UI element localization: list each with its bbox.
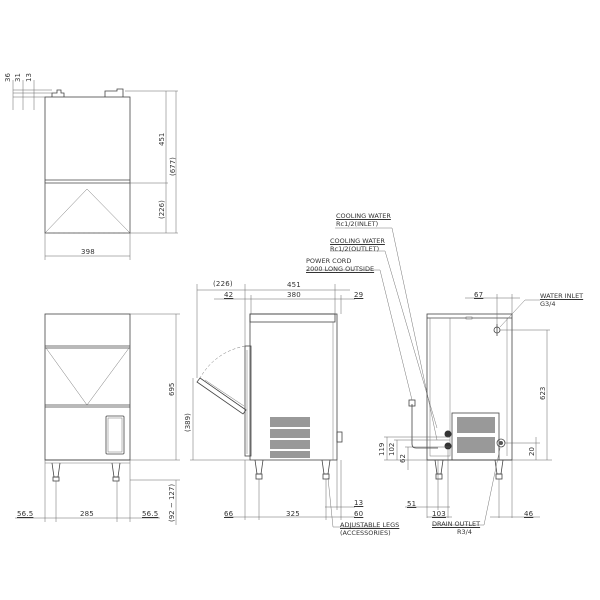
dim-rear-62: 62 bbox=[399, 454, 407, 463]
dim-rear-103: 103 bbox=[432, 510, 446, 518]
dim-695: 695 bbox=[168, 382, 176, 396]
dim-31: 31 bbox=[14, 73, 22, 82]
rear-view bbox=[384, 294, 552, 526]
callout-power-cord-length: 2000 LONG OUTSIDE bbox=[306, 265, 375, 273]
callout-adjustable-legs: ADJUSTABLE LEGS bbox=[340, 521, 400, 529]
dim-side-226: (226) bbox=[213, 280, 233, 288]
dim-56-5-right: 56.5 bbox=[142, 510, 159, 518]
dim-side-66: 66 bbox=[224, 510, 234, 518]
dim-side-380: 380 bbox=[287, 291, 301, 299]
dim-451: 451 bbox=[158, 132, 166, 146]
callout-water-inlet: WATER INLET bbox=[540, 292, 584, 300]
callout-cooling-water-inlet-spec: Rc1/2(INLET) bbox=[336, 220, 379, 228]
dim-side-60: 60 bbox=[354, 510, 364, 518]
dim-side-29: 29 bbox=[354, 291, 364, 299]
dim-56-5-left: 56.5 bbox=[17, 510, 34, 518]
callout-drain-outlet: DRAIN OUTLET bbox=[432, 520, 481, 528]
callout-cooling-water-outlet: COOLING WATER bbox=[330, 237, 385, 245]
dim-side-13: 13 bbox=[354, 499, 364, 507]
dim-side-42: 42 bbox=[224, 291, 234, 299]
dim-rear-20: 20 bbox=[528, 447, 536, 456]
dim-rear-46: 46 bbox=[524, 510, 534, 518]
dim-side-389: (389) bbox=[184, 413, 192, 432]
dim-226: (226) bbox=[158, 200, 166, 219]
dim-rear-623: 623 bbox=[539, 386, 547, 400]
side-grill bbox=[270, 417, 310, 458]
dim-side-325: 325 bbox=[286, 510, 300, 518]
dim-677: (677) bbox=[169, 157, 177, 176]
dim-398: 398 bbox=[81, 248, 95, 256]
dim-285: 285 bbox=[80, 510, 94, 518]
callout-adjustable-legs-note: (ACCESSORIES) bbox=[340, 529, 391, 537]
dim-92-127: (92 ~ 127) bbox=[168, 483, 176, 522]
callout-power-cord: POWER CORD bbox=[306, 257, 352, 265]
dim-rear-119: 119 bbox=[378, 442, 386, 456]
callout-cooling-water-inlet: COOLING WATER bbox=[336, 212, 391, 220]
callout-drain-outlet-spec: R3/4 bbox=[457, 528, 472, 536]
dim-rear-51: 51 bbox=[407, 500, 417, 508]
side-view bbox=[190, 227, 438, 528]
dim-13: 13 bbox=[25, 73, 33, 82]
dim-rear-102: 102 bbox=[388, 442, 396, 456]
callout-cooling-water-outlet-spec: Rc1/2(OUTLET) bbox=[330, 245, 380, 253]
rear-grill bbox=[457, 417, 495, 453]
dim-rear-67: 67 bbox=[474, 291, 484, 299]
dim-36: 36 bbox=[4, 73, 12, 82]
front-view bbox=[15, 313, 180, 525]
callout-water-inlet-spec: G3/4 bbox=[540, 300, 556, 308]
top-view bbox=[12, 80, 178, 260]
dim-side-451: 451 bbox=[287, 281, 301, 289]
